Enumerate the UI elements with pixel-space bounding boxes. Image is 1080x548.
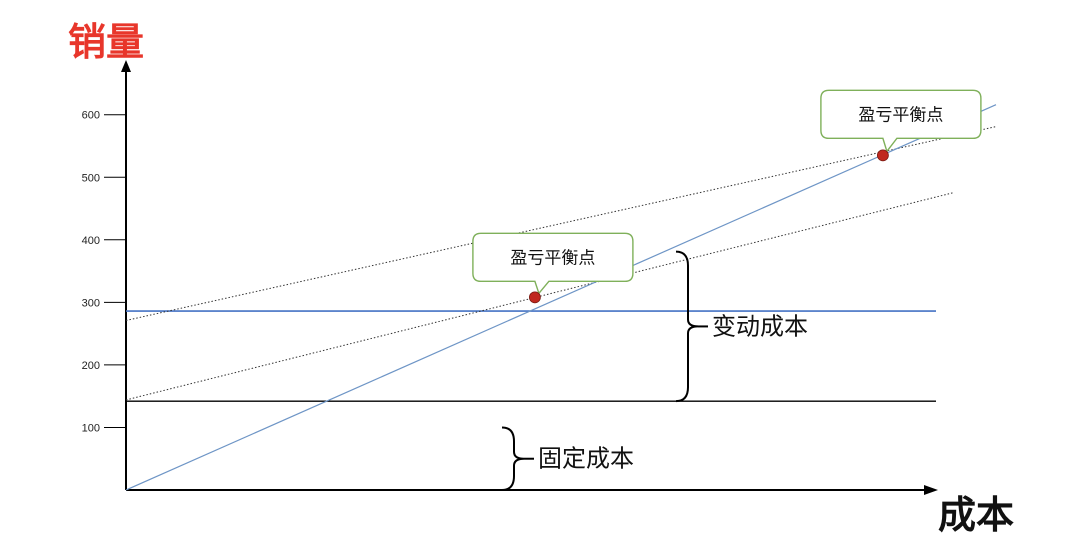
y-tick-label: 600 — [82, 110, 100, 122]
break-even-label: 盈亏平衡点 — [510, 248, 595, 268]
x-axis-title: 成本 — [938, 493, 1014, 537]
cost-bracket — [675, 250, 699, 403]
y-tick-label: 400 — [82, 235, 100, 247]
bracket-label: 固定成本 — [538, 445, 634, 473]
break-even-label: 盈亏平衡点 — [858, 105, 943, 125]
total-cost-line — [125, 104, 997, 491]
y-tick-label: 200 — [82, 360, 100, 372]
break-even-callout — [820, 89, 982, 153]
x-axis-arrow — [924, 485, 938, 495]
bracket-label: 变动成本 — [712, 312, 808, 340]
y-tick-label: 300 — [82, 297, 100, 309]
y-axis-arrow — [121, 60, 131, 72]
break-even-point — [877, 149, 889, 162]
y-axis-title: 销量 — [68, 20, 144, 64]
break-even-callout — [472, 232, 634, 295]
dotted-line-upper — [125, 126, 997, 321]
y-tick-label: 100 — [82, 422, 100, 434]
cost-bracket — [501, 426, 525, 491]
break-even-point — [529, 291, 541, 304]
y-tick-label: 500 — [82, 172, 100, 184]
